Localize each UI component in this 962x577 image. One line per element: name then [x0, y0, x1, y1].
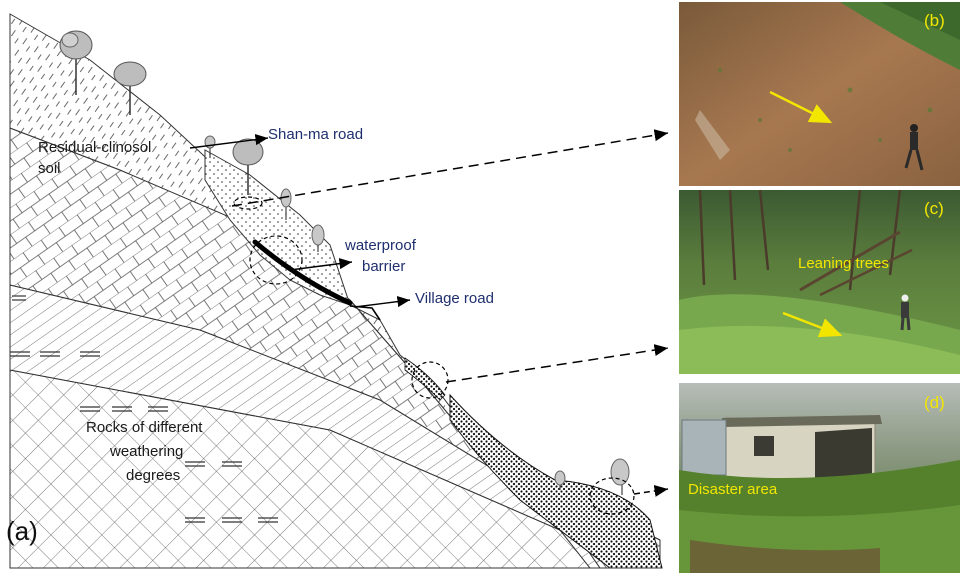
dashed-arrow-c	[445, 344, 669, 383]
photo-c: Leaning trees (c)	[679, 189, 960, 374]
slide-zone-mid	[404, 357, 446, 401]
rock-marks	[10, 295, 278, 523]
waterproof-barrier	[252, 239, 353, 306]
tree-icon	[554, 470, 566, 490]
label-rocks-1: Rocks of different	[86, 419, 203, 436]
tree-icon	[113, 61, 147, 115]
arrow-yellow-c	[782, 311, 843, 338]
panel-label-d: (d)	[924, 393, 945, 412]
dashed-circle	[589, 477, 635, 515]
person-figure	[900, 294, 911, 331]
panel-label-c: (c)	[924, 199, 944, 218]
panel-label-a: (a)	[6, 516, 38, 546]
section-border	[9, 14, 662, 569]
photo-d: Disaster area (d)	[679, 383, 960, 573]
tree-icon	[610, 458, 630, 495]
caption-disaster-area: Disaster area	[688, 481, 778, 498]
dashed-circle	[233, 196, 263, 210]
label-shanma-road: Shan-ma road	[268, 126, 363, 143]
dashed-arrow-b	[231, 129, 669, 207]
leader-barrier	[289, 258, 353, 271]
label-barrier-2: barrier	[362, 258, 405, 275]
caption-leaning-trees: Leaning trees	[798, 255, 889, 272]
person-figure	[904, 124, 924, 171]
label-rocks-2: weathering	[109, 443, 183, 460]
dashed-circle	[411, 361, 449, 399]
label-village-road: Village road	[415, 290, 494, 307]
label-rocks-3: degrees	[126, 467, 180, 484]
tree-icon	[232, 138, 264, 195]
panel-label-b: (b)	[924, 11, 945, 30]
trees	[59, 30, 630, 495]
leader-village-road	[354, 296, 411, 308]
tree-icon	[280, 188, 292, 220]
photo-b: (b)	[679, 2, 960, 186]
arrow-yellow-b	[769, 90, 833, 124]
cross-section: Residual-clinosol soil Shan-ma road wate…	[6, 13, 669, 569]
tree-icon	[59, 30, 93, 95]
leader-shanma-road	[189, 134, 269, 149]
dashed-arrow-d	[633, 485, 669, 497]
label-soil-cont: soil	[38, 160, 61, 177]
label-soil: Residual-clinosol	[38, 139, 151, 156]
label-barrier-1: waterproof	[344, 237, 417, 254]
dashed-circle	[249, 235, 303, 285]
tree-icon	[311, 224, 325, 252]
